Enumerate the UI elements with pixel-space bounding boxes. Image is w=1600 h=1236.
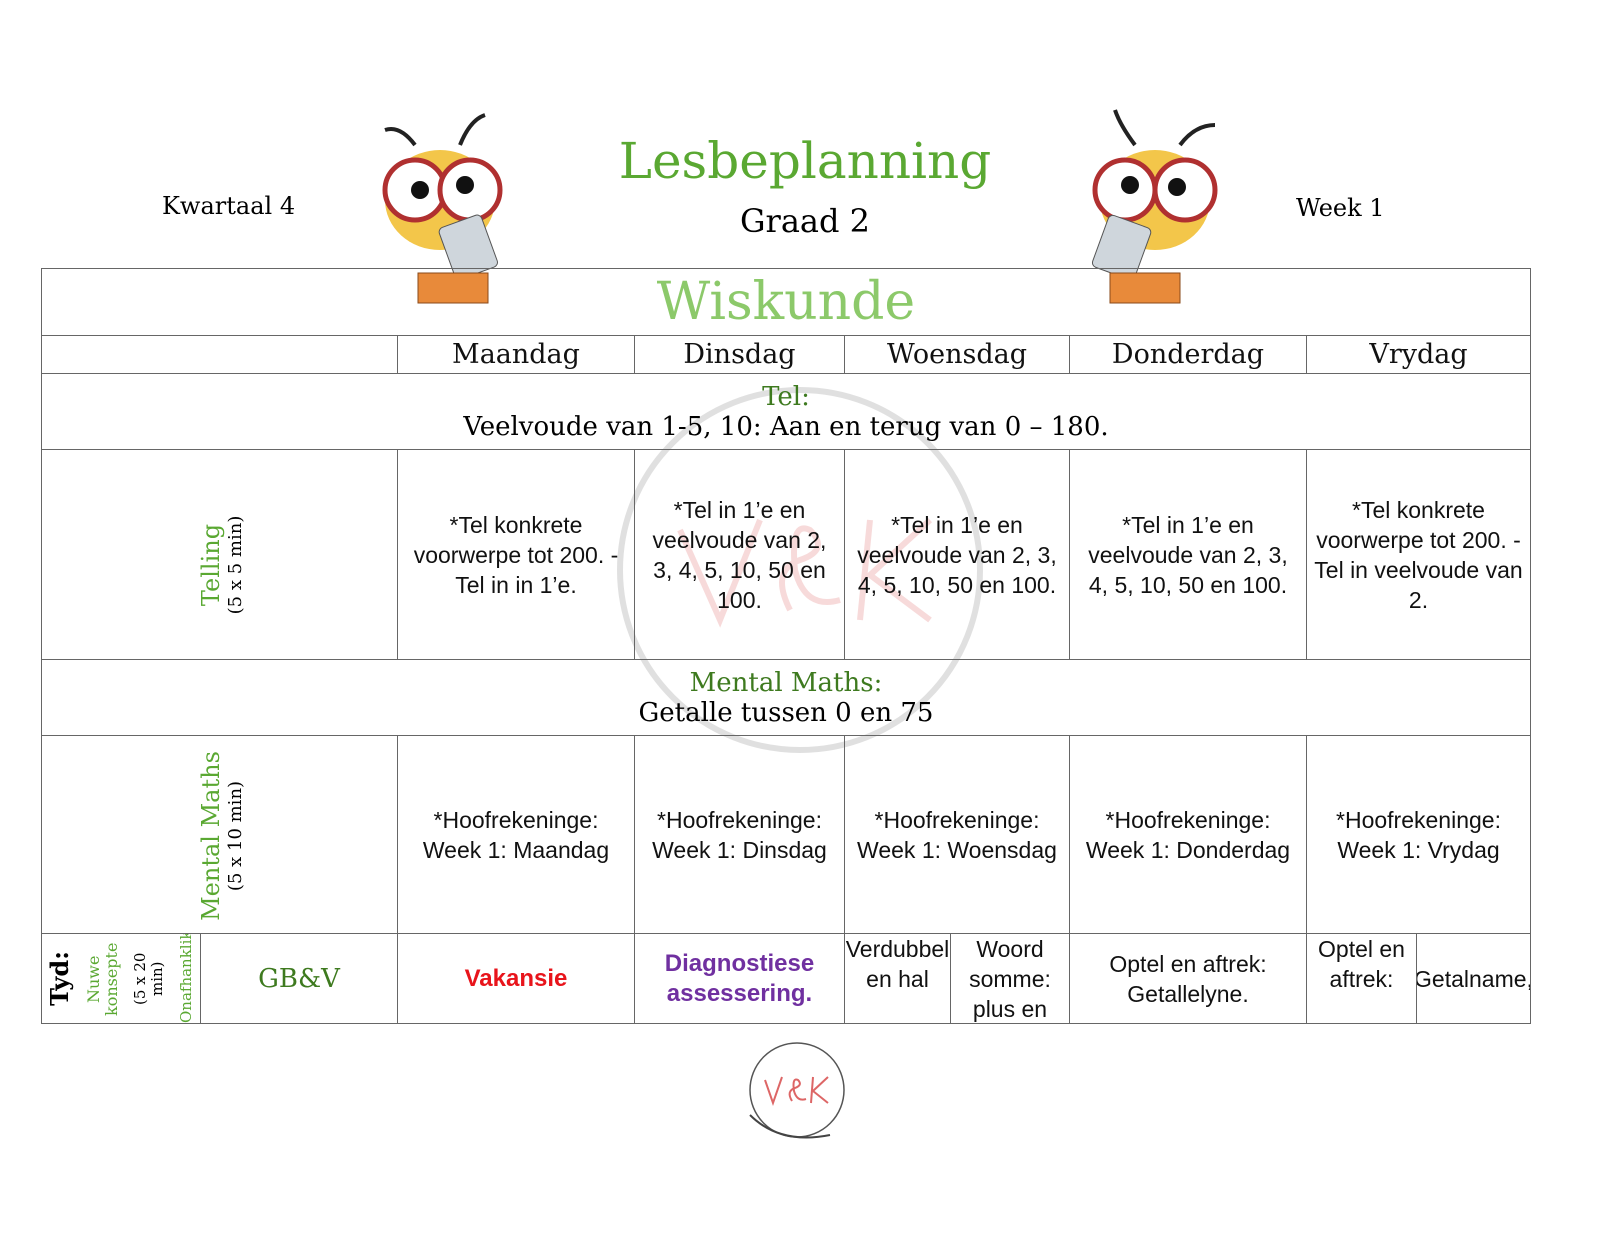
mental-dinsdag: *Hoofrekeninge: Week 1: Dinsdag [634, 735, 845, 934]
mental-maths-row: Mental Maths: Getalle tussen 0 en 75 [41, 659, 1531, 736]
telling-donderdag: *Tel in 1’e en veelvoude van 2, 3, 4, 5,… [1069, 449, 1307, 660]
bee-illustration-right [1091, 109, 1218, 304]
telling-time: (5 x 5 min) [225, 515, 246, 615]
day-header-vrydag: Vrydag [1306, 335, 1531, 374]
page-title: Lesbeplanning [618, 132, 992, 190]
mental-donderdag: *Hoofrekeninge: Week 1: Donderdag [1069, 735, 1307, 934]
corner-cell [41, 335, 398, 374]
term-label: Kwartaal 4 [162, 192, 296, 220]
week-label: Week 1 [1296, 194, 1385, 222]
dinsdag-diagnostic: Diagnostiese assessering. [634, 933, 845, 1024]
mental-label-cell: Mental Maths (5 x 10 min) [41, 735, 398, 934]
mental-heading: Mental Maths: [689, 667, 883, 698]
telling-label-cell: Telling (5 x 5 min) [41, 449, 398, 660]
grade-label: Graad 2 [739, 202, 871, 240]
day-header-donderdag: Donderdag [1069, 335, 1307, 374]
telling-vrydag: *Tel konkrete voorwerpe tot 200. -Tel in… [1306, 449, 1531, 660]
independent-label: Onafhanklik [177, 933, 196, 1023]
day-header-maandag: Maandag [397, 335, 635, 374]
new-concepts-label: Nuwe konsepte [83, 941, 121, 1016]
time-label-cell: Tyd: Nuwe konsepte (5 x 20 min) Onafhank… [41, 933, 201, 1024]
maandag-vakansie: Vakansie [397, 933, 635, 1024]
tel-row: Tel: Veelvoude van 1-5, 10: Aan en terug… [41, 373, 1531, 450]
mental-text: Getalle tussen 0 en 75 [638, 697, 934, 728]
mental-label: Mental Maths [197, 751, 225, 921]
vrydag-part-a: Optel en aftrek: [1306, 933, 1417, 1024]
telling-dinsdag: *Tel in 1’e en veelvoude van 2, 3, 4, 5,… [634, 449, 845, 660]
subject-row: Wiskunde [41, 268, 1531, 336]
telling-woensdag: *Tel in 1’e en veelvoude van 2, 3, 4, 5,… [844, 449, 1070, 660]
topic-cell: GB&V [200, 933, 398, 1024]
telling-maandag: *Tel konkrete voorwerpe tot 200. -Tel in… [397, 449, 635, 660]
mental-vrydag: *Hoofrekeninge: Week 1: Vrydag [1306, 735, 1531, 934]
vrydag-part-b: Getalname, [1416, 933, 1531, 1024]
mental-woensdag: *Hoofrekeninge: Week 1: Woensdag [844, 735, 1070, 934]
mental-maandag: *Hoofrekeninge: Week 1: Maandag [397, 735, 635, 934]
bee-illustration-left [382, 113, 503, 304]
new-concepts-time: (5 x 20 min) [131, 952, 167, 1005]
woensdag-part-a: Verdubbel en hal [844, 933, 951, 1024]
tyd-label: Tyd: [44, 951, 74, 1006]
day-header-woensdag: Woensdag [844, 335, 1070, 374]
day-header-dinsdag: Dinsdag [634, 335, 845, 374]
tel-heading: Tel: [762, 381, 810, 412]
tel-text: Veelvoude van 1-5, 10: Aan en terug van … [463, 411, 1109, 442]
donderdag-cell: Optel en aftrek: Getallelyne. [1069, 933, 1307, 1024]
subject-title: Wiskunde [656, 272, 916, 332]
mental-time: (5 x 10 min) [225, 780, 246, 892]
woensdag-part-b: Woord somme: plus en [950, 933, 1070, 1024]
watermark-logo [617, 387, 983, 753]
footer-logo [749, 1042, 845, 1139]
telling-label: Telling [197, 523, 225, 607]
